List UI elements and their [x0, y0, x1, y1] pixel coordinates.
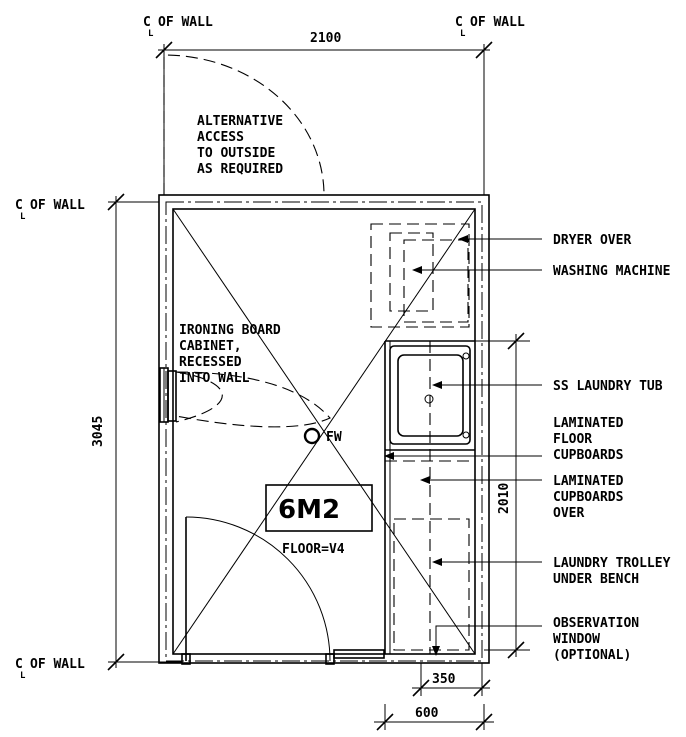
callout-dryer-over: DRYER OVER	[553, 233, 631, 248]
washer-dryer	[370, 223, 470, 328]
svg-text:600: 600	[415, 706, 439, 721]
callout-leaders	[384, 235, 542, 656]
ironing-board-cabinet	[159, 367, 331, 428]
svg-text:TO OUTSIDE: TO OUTSIDE	[197, 146, 275, 161]
centreline-marker-top-right: CL OF WALL	[455, 15, 525, 39]
room-code-box	[265, 484, 373, 532]
svg-text:2100: 2100	[310, 31, 341, 46]
centreline-label: OF WALL	[158, 15, 213, 30]
alternative-access-door	[163, 54, 325, 196]
svg-text:3045: 3045	[91, 416, 106, 447]
svg-text:LAUNDRY TROLLEY: LAUNDRY TROLLEY	[553, 556, 671, 571]
alternative-access-note: ALTERNATIVE ACCESS TO OUTSIDE AS REQUIRE…	[197, 114, 283, 177]
centreline-symbol: C	[143, 15, 151, 30]
svg-text:LAMINATED: LAMINATED	[553, 474, 624, 489]
svg-text:UNDER BENCH: UNDER BENCH	[553, 572, 639, 587]
callout-washing-machine: WASHING MACHINE	[553, 264, 670, 279]
centreline-marker-top-left: CL OF WALL	[143, 15, 213, 39]
svg-text:350: 350	[432, 672, 456, 687]
centreline-marker-mid-left: CL OF WALL	[15, 198, 85, 222]
svg-text:OVER: OVER	[553, 506, 584, 521]
callout-laminated-floor-cupboards: LAMINATED FLOOR CUPBOARDS	[553, 416, 624, 463]
centreline-subscript: L	[20, 671, 26, 681]
svg-text:CUPBOARDS: CUPBOARDS	[553, 448, 624, 463]
svg-text:(OPTIONAL): (OPTIONAL)	[553, 648, 631, 663]
centreline-label: OF WALL	[30, 198, 85, 213]
centreline-symbol: C	[15, 198, 23, 213]
svg-text:WINDOW: WINDOW	[553, 632, 600, 647]
callout-laminated-cupboards-over: LAMINATED CUPBOARDS OVER	[553, 474, 624, 521]
centreline-label: OF WALL	[470, 15, 525, 30]
centreline-subscript: L	[460, 29, 466, 39]
dimension-right-height: 2010	[475, 332, 530, 659]
observation-window	[333, 649, 385, 659]
centreline-subscript: L	[148, 29, 154, 39]
svg-text:IRONING BOARD: IRONING BOARD	[179, 323, 281, 338]
centreline-label: OF WALL	[30, 657, 85, 672]
dimension-bottom-350: 350	[412, 663, 491, 697]
dimension-left-height: 3045	[91, 193, 182, 671]
callout-laundry-trolley: LAUNDRY TROLLEY UNDER BENCH	[553, 556, 671, 587]
svg-text:LAMINATED: LAMINATED	[553, 416, 624, 431]
floor-finish: FLOOR=V4	[282, 542, 345, 557]
svg-text:2010: 2010	[497, 483, 512, 514]
svg-text:CUPBOARDS: CUPBOARDS	[553, 490, 624, 505]
room-walls	[158, 194, 490, 664]
centreline-marker-bottom-left: CL OF WALL	[15, 657, 85, 681]
svg-text:CABINET,: CABINET,	[179, 339, 242, 354]
centreline-subscript: L	[20, 212, 26, 222]
svg-text:RECESSED: RECESSED	[179, 355, 242, 370]
svg-text:ACCESS: ACCESS	[197, 130, 244, 145]
centreline-symbol: C	[15, 657, 23, 672]
centreline-symbol: C	[455, 15, 463, 30]
room-code: 6M2	[278, 495, 340, 525]
dimension-bottom-600: 600	[374, 704, 494, 731]
svg-text:AS REQUIRED: AS REQUIRED	[197, 162, 283, 177]
ironing-board-note: IRONING BOARD CABINET, RECESSED INTO WAL…	[179, 323, 281, 386]
svg-text:INTO WALL: INTO WALL	[179, 371, 250, 386]
svg-text:ALTERNATIVE: ALTERNATIVE	[197, 114, 283, 129]
entry-door	[181, 516, 335, 665]
bench-and-tub	[384, 340, 475, 654]
svg-text:OBSERVATION: OBSERVATION	[553, 616, 639, 631]
floor-waste-label: FW	[326, 430, 342, 445]
callout-ss-laundry-tub: SS LAUNDRY TUB	[553, 379, 663, 394]
floor-fall-lines	[172, 208, 476, 655]
svg-text:FLOOR: FLOOR	[553, 432, 592, 447]
callout-observation-window: OBSERVATION WINDOW (OPTIONAL)	[553, 616, 639, 663]
floor-waste-symbol	[303, 427, 321, 445]
dimension-top-width: 2100	[155, 31, 493, 195]
